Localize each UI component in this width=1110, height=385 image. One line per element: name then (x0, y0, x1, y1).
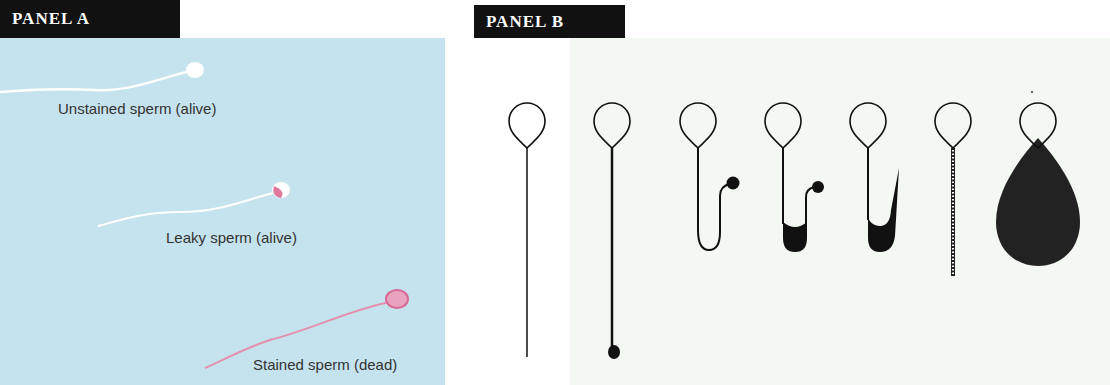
sperm-head-outline (850, 103, 886, 148)
sperm-morphology (935, 103, 971, 276)
speck (1031, 91, 1033, 93)
sperm-head-outline (1020, 103, 1056, 148)
sperm-tail (0, 72, 187, 92)
sperm-head-outline (680, 103, 716, 148)
sperm-head-outline (594, 103, 630, 148)
sperm-morphology (509, 103, 545, 357)
cytoplasm-fill (868, 168, 899, 252)
sperm-head-outline (509, 103, 545, 148)
tail-beading (952, 150, 954, 274)
sperm-tail (782, 148, 784, 224)
sperm-head-outline (765, 103, 801, 148)
sperm-morphology (996, 91, 1080, 266)
droplet (608, 345, 620, 359)
sperm-tail (611, 148, 614, 347)
sperm-head (272, 182, 290, 198)
sperm-morphology (680, 103, 740, 250)
sperm-label: Leaky sperm (alive) (166, 229, 396, 247)
cytoplasmic-droplet (996, 138, 1080, 266)
panel-title: PANEL A (12, 9, 90, 29)
sperm-tail (698, 148, 730, 250)
sperm-tail (526, 148, 528, 357)
sperm-label: Stained sperm (dead) (253, 356, 443, 374)
sperm-head-outline (935, 103, 971, 148)
panel-tab: PANEL B (474, 5, 625, 38)
panel-tab: PANEL A (0, 0, 180, 38)
sperm-morphology (594, 103, 630, 359)
sperm-tail (98, 193, 273, 226)
sperm-head-stained (386, 290, 408, 308)
sperm-tail (951, 148, 955, 276)
cytoplasm-fill (783, 222, 807, 252)
droplet (727, 177, 740, 190)
sperm-label: Unstained sperm (alive) (58, 100, 288, 118)
sperm-morphology (850, 103, 899, 252)
sperm-morphology (765, 103, 824, 252)
sperm-tail (806, 187, 814, 226)
sperm-tail (867, 148, 869, 220)
stain-leak (273, 186, 282, 198)
sperm-head (186, 62, 204, 78)
panel-b-background (570, 38, 1110, 385)
panel-title: PANEL B (486, 12, 564, 32)
droplet (812, 181, 824, 193)
panel-a-background (0, 38, 445, 385)
